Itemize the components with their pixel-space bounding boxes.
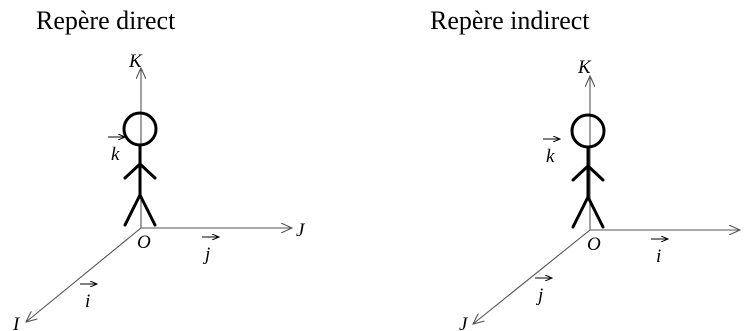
label-axis-k-left: K — [128, 51, 143, 72]
vector-k-left: k — [111, 144, 120, 165]
title-direct-frame: Repère direct — [36, 6, 176, 35]
title-indirect-frame: Repère indirect — [430, 6, 590, 35]
vector-i-right: i — [656, 246, 661, 267]
label-axis-k-right: K — [577, 57, 592, 78]
label-axis-j-right: J — [459, 314, 469, 331]
vector-j-left: j — [202, 244, 210, 265]
label-axis-i-left: I — [12, 314, 21, 331]
stick-figure-right — [570, 113, 606, 229]
vector-j-right: j — [535, 285, 543, 306]
label-axis-j-left: J — [296, 220, 306, 241]
label-origin-right: O — [587, 234, 601, 255]
indirect-frame: K J O k i j — [459, 57, 740, 331]
label-origin-left: O — [137, 232, 151, 253]
axis-j-right — [473, 229, 591, 324]
stick-figure-left — [122, 111, 158, 227]
vector-k-right: k — [546, 146, 555, 167]
direct-frame: K J I O k j i — [12, 51, 306, 331]
vector-i-left: i — [85, 291, 90, 312]
axis-i-left — [26, 227, 142, 322]
